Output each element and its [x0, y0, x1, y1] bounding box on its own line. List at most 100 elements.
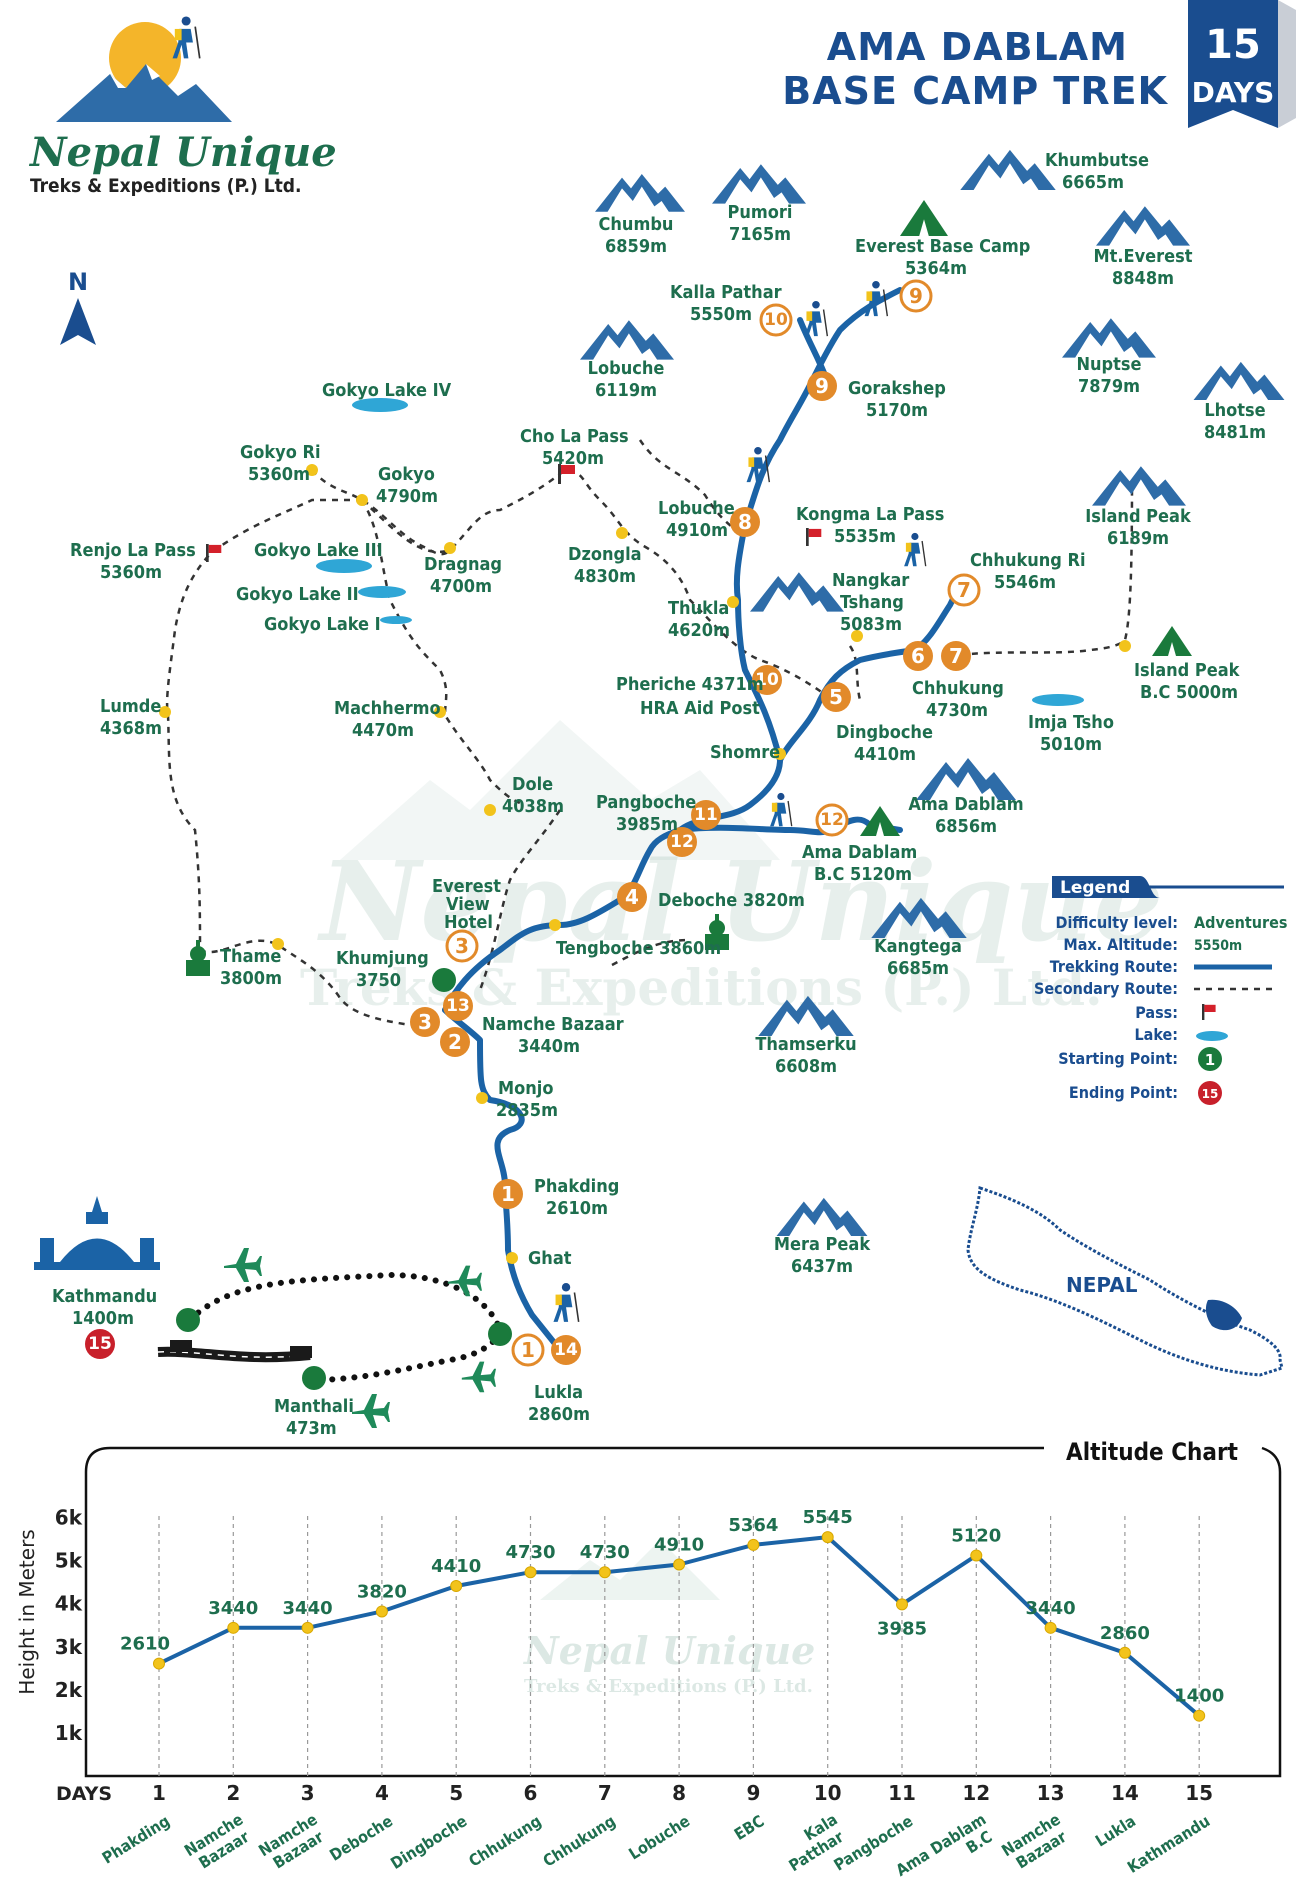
nepal-inset-map: NEPAL — [966, 1185, 1284, 1377]
brand-name: Nepal Unique — [28, 129, 337, 176]
altitude-point — [747, 1538, 760, 1551]
altitude-chart: Altitude Chart Height in Meters DAYS Nep… — [15, 1438, 1282, 1880]
label-ama-dablam-bc: Ama Dablam — [802, 842, 917, 863]
day-badge-12-alt: 12 — [815, 803, 849, 837]
chart-xlabel: DAYS — [56, 1783, 112, 1805]
day-badge-5: 5 — [821, 682, 851, 712]
airport-icon — [488, 1322, 512, 1346]
legend-secondary-key: Secondary Route: — [1034, 979, 1178, 998]
day-badge-2: 2 — [440, 1027, 470, 1057]
mountain-icon — [595, 174, 685, 212]
altitude-value-label: 2860 — [1100, 1623, 1150, 1644]
plane-icon — [461, 1361, 496, 1393]
label-gokyo-lake-iv: Gokyo Lake IV — [322, 380, 452, 401]
day-badge-9-alt: 9 — [899, 279, 933, 313]
label-lumde: Lumde — [100, 696, 161, 717]
altitude-point — [1193, 1709, 1206, 1722]
label-machhermo: Machhermo — [334, 698, 441, 719]
svg-text:12: 12 — [820, 810, 844, 830]
mountain-icon — [1062, 318, 1156, 358]
y-tick-label: 5k — [55, 1549, 83, 1573]
x-tick-label: 14 — [1111, 1781, 1139, 1805]
x-category-label: Dingboche — [387, 1811, 470, 1873]
label-lobuche-alt: 4910m — [666, 520, 728, 541]
x-tick-label: 3 — [301, 1781, 315, 1805]
label-pangboche: Pangboche — [596, 792, 696, 813]
altitude-value-label: 5120 — [951, 1525, 1001, 1546]
lake-icon — [1032, 694, 1084, 706]
altitude-value-label: 5364 — [728, 1515, 778, 1536]
chart-ylabel: Height in Meters — [15, 1529, 39, 1694]
plane-icon — [447, 1265, 482, 1297]
x-category-label: Phakding — [99, 1811, 173, 1867]
label-kongma-la-alt: 5535m — [834, 526, 896, 547]
altitude-value-label: 4910 — [654, 1534, 704, 1555]
legend-start-icon — [1198, 1047, 1222, 1071]
mountain-lhotse-alt: 8481m — [1204, 422, 1266, 443]
mountain-chumbu-alt: 6859m — [605, 236, 667, 257]
lake-icon — [358, 586, 406, 598]
airport-icon — [432, 968, 456, 992]
label-dole-alt: 4038m — [502, 796, 564, 817]
label-thame-alt: 3800m — [220, 968, 282, 989]
svg-text:1: 1 — [501, 1182, 515, 1206]
label-dingboche: Dingboche — [836, 722, 933, 743]
svg-text:13: 13 — [446, 996, 470, 1016]
mountain-thamserku-alt: 6608m — [775, 1056, 837, 1077]
label-imja-tsho: Imja Tsho — [1028, 712, 1114, 733]
altitude-value-label: 1400 — [1174, 1686, 1224, 1707]
lake-icon — [380, 616, 412, 624]
altitude-value-label: 3440 — [283, 1598, 333, 1619]
label-cho-la: Cho La Pass — [520, 426, 629, 447]
label-pangboche-alt: 3985m — [616, 814, 678, 835]
altitude-value-label: 2610 — [120, 1634, 170, 1655]
label-ghat: Ghat — [528, 1248, 572, 1269]
stop-dots — [159, 464, 1131, 1264]
day-badge-14: 14 — [551, 1335, 581, 1365]
label-nangkar: Nangkar — [832, 570, 909, 591]
svg-text:8: 8 — [738, 510, 752, 534]
days-label: DAYS — [1192, 76, 1275, 109]
altitude-point — [673, 1558, 686, 1571]
svg-text:5: 5 — [829, 685, 843, 709]
plane-icon — [224, 1248, 262, 1282]
compass-icon: N — [60, 268, 96, 345]
svg-text:10: 10 — [764, 310, 788, 330]
title-line1: AMA DABLAM — [827, 25, 1128, 69]
altitude-value-label: 5545 — [803, 1507, 853, 1528]
logo-trekker-icon — [171, 15, 201, 60]
label-lobuche: Lobuche — [658, 498, 735, 519]
pass-flag-icon — [806, 528, 822, 546]
legend-trekking-key: Trekking Route: — [1050, 957, 1178, 976]
label-tengboche: Tengboche 3860m — [556, 938, 721, 959]
label-nepal: NEPAL — [1066, 1273, 1138, 1297]
day-badge-15: 15 — [85, 1329, 115, 1359]
hiker-icon — [769, 792, 793, 827]
altitude-point — [970, 1549, 983, 1562]
label-machhermo-alt: 4470m — [352, 720, 414, 741]
mountain-chumbu-name: Chumbu — [599, 214, 674, 235]
altitude-point — [375, 1605, 388, 1618]
legend-lake-key: Lake: — [1134, 1025, 1178, 1044]
day-badge-7-alt: 7 — [947, 573, 981, 607]
day-badge-11: 11 — [691, 800, 721, 830]
mountain-everest-alt: 8848m — [1112, 268, 1174, 289]
svg-text:1: 1 — [521, 1338, 535, 1362]
chart-frame — [84, 1446, 1282, 1778]
legend-altitude-key: Max. Altitude: — [1063, 935, 1178, 954]
airport-icon — [302, 1366, 326, 1390]
label-lukla-alt: 2860m — [528, 1404, 590, 1425]
stupa-icon — [705, 914, 729, 950]
lake-icon — [316, 559, 372, 573]
day-badge-10-alt: 10 — [759, 303, 793, 337]
trek-title: AMA DABLAM BASE CAMP TREK 15 DAYS — [782, 0, 1296, 128]
svg-text:10: 10 — [755, 670, 779, 690]
svg-text:2: 2 — [448, 1030, 462, 1054]
svg-text:EBC: EBC — [731, 1811, 768, 1844]
mountain-pumori-alt: 7165m — [729, 224, 791, 245]
sun-icon — [109, 22, 181, 94]
label-ebc: Everest Base Camp — [855, 236, 1030, 257]
label-chhukung-alt: 4730m — [926, 700, 988, 721]
svg-text:3: 3 — [418, 1010, 432, 1034]
logo-mountain-icon — [56, 64, 232, 122]
